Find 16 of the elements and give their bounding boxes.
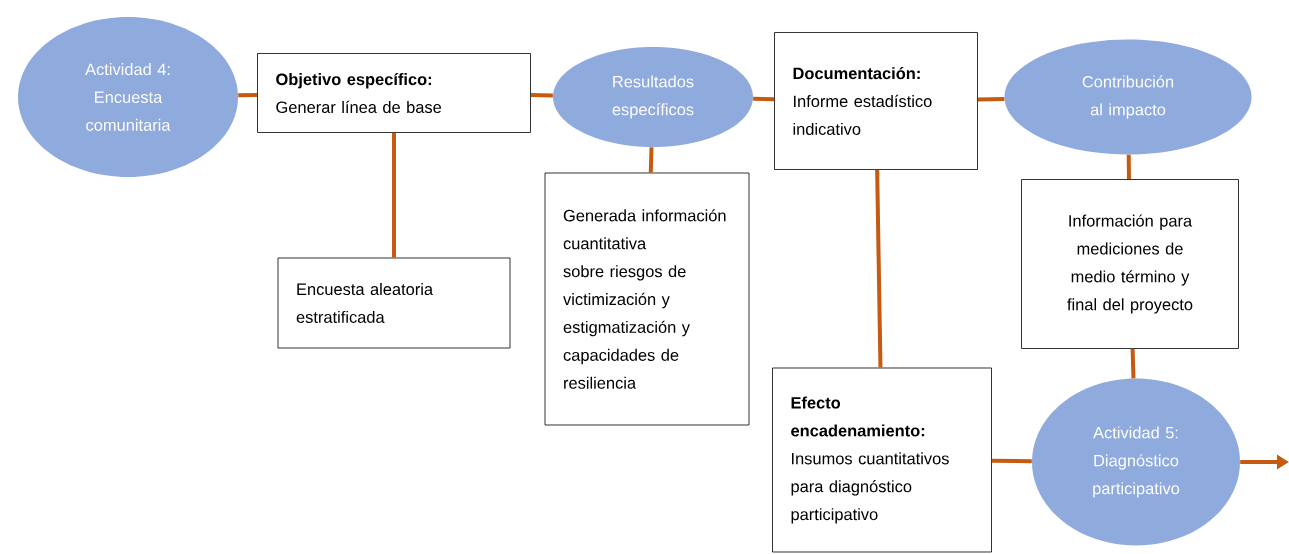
text-box: Generada información cuantitativa sobre riesgos de victimización y estigmatización y capacidades de resiliencia: [544, 172, 750, 426]
connector-line: [1126, 154, 1131, 180]
text-box: Encuesta aleatoria estratificada: [277, 257, 511, 349]
connector-line: [648, 147, 654, 173]
connector-line: [875, 169, 883, 368]
text-box: Efecto encadenamiento: Insumos cuantitativos para diagnóstico participativo: [772, 367, 992, 553]
text-box: Objetivo específico: Generar línea de base: [257, 53, 531, 133]
connector-line: [392, 132, 396, 258]
text-box: Documentación: Informe estadístico indicativo: [774, 32, 978, 170]
connector-line: [991, 458, 1032, 464]
connector-line: [753, 96, 775, 102]
connector-line: [530, 93, 553, 98]
connector-line: [1130, 348, 1136, 379]
connector-line: [238, 93, 258, 98]
text-box: Información para mediciones de medio término y final del proyecto: [1021, 179, 1239, 349]
connector-line: [977, 96, 1005, 102]
